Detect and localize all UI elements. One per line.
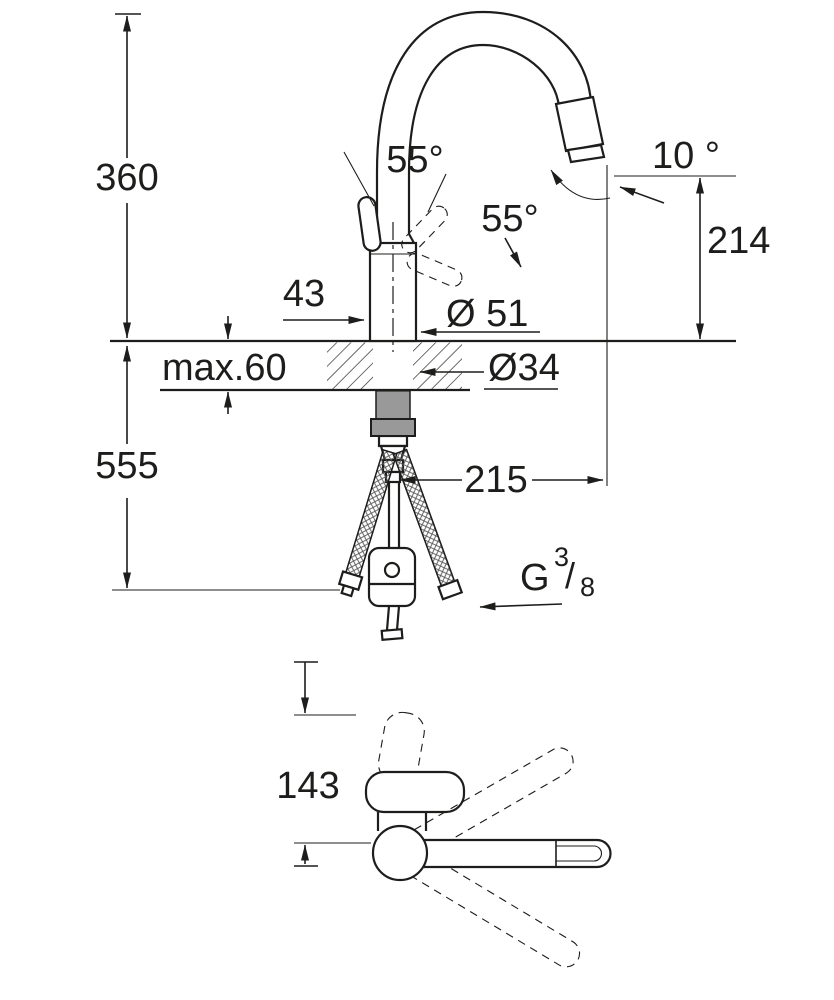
counter-hatch-left xyxy=(327,342,373,389)
dim-max60-label: max.60 xyxy=(162,347,287,389)
spray-angle-arc xyxy=(550,169,611,200)
dim-dia51-label: Ø 51 xyxy=(446,293,528,335)
dimensions-front: 360 555 55° 55° 10 ° 214 43 Ø 51 xyxy=(95,13,770,611)
hose-weight-screw xyxy=(383,561,401,579)
mousseur xyxy=(566,143,606,164)
spout-curve-outer xyxy=(375,10,593,173)
spout-curve-inner xyxy=(407,43,561,173)
spray-head xyxy=(554,95,605,153)
plan-spout-dashed-down xyxy=(413,853,581,968)
angle-leader-right xyxy=(427,173,447,213)
plan-head-inner xyxy=(556,845,602,862)
faucet-outline xyxy=(368,10,606,352)
dimensions-plan: 143 xyxy=(276,661,371,867)
supply-hose-left-tip xyxy=(340,584,355,598)
supply-hose-left xyxy=(337,449,398,598)
dim-214-label: 214 xyxy=(707,220,770,262)
under-counter-assembly xyxy=(337,390,464,642)
handle-lever-dashed-down xyxy=(406,252,463,287)
dim-55-right-leader xyxy=(504,237,522,268)
dim-10-leader xyxy=(619,186,665,204)
dim-360-label: 360 xyxy=(95,157,158,199)
plan-view: 143 xyxy=(276,661,612,968)
supply-hose-right-fitting xyxy=(437,578,464,601)
spray-hose-below-right xyxy=(395,605,401,631)
dim-10-label: 10 ° xyxy=(652,135,720,177)
thread-leader xyxy=(479,602,563,611)
plan-base-circle xyxy=(371,824,429,882)
mounting-shank xyxy=(375,390,411,420)
thread-numerator: 3 xyxy=(554,542,569,572)
angle-leader-left xyxy=(343,151,375,207)
plan-spout-dashed-up xyxy=(414,747,574,854)
dim-55-left-label: 55° xyxy=(386,139,443,181)
dim-215-label: 215 xyxy=(464,459,527,501)
handle-lever-solid xyxy=(357,196,382,252)
handle-positions xyxy=(343,151,463,287)
thread-slash: / xyxy=(565,555,575,596)
spray-hose-below-left xyxy=(385,605,391,631)
dim-143-label: 143 xyxy=(276,765,339,807)
dim-43-label: 43 xyxy=(283,273,325,315)
flange xyxy=(377,434,409,448)
plan-handle-solid xyxy=(364,770,466,814)
thread-denominator: 8 xyxy=(580,572,595,602)
mounting-nut xyxy=(370,418,416,437)
countertop-section xyxy=(110,339,736,392)
dim-55-right-label: 55° xyxy=(481,198,538,240)
handle-lever-dashed-up xyxy=(401,205,448,254)
dim-555-label: 555 xyxy=(95,445,158,487)
dim-dia34-label: Ø34 xyxy=(488,347,560,389)
plan-handle-dashed xyxy=(377,711,425,784)
spray-hose-end-cap xyxy=(380,627,404,642)
front-view: 360 555 55° 55° 10 ° 214 43 Ø 51 xyxy=(95,10,770,642)
counter-hatch-right xyxy=(413,342,462,389)
plan-spout-solid xyxy=(424,838,612,869)
thread-g-label: G xyxy=(520,557,550,599)
